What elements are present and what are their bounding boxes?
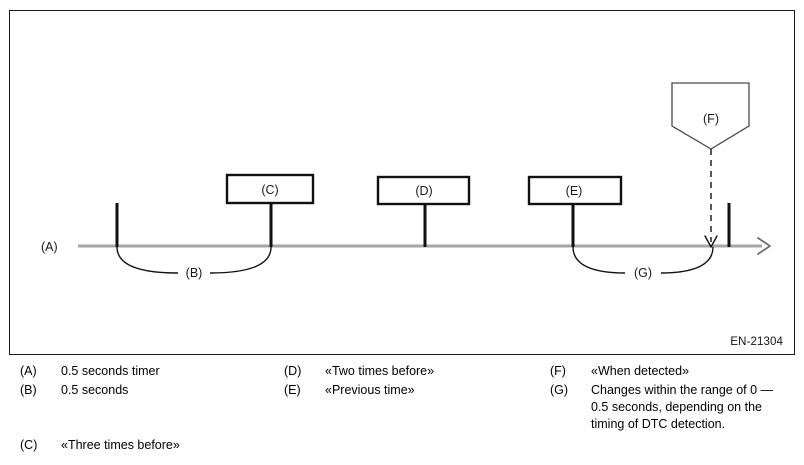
event-box-e-label: (E) bbox=[566, 184, 583, 198]
legend-item: (G) Changes within the range of 0 — 0.5 … bbox=[550, 382, 790, 433]
legend: (A) 0.5 seconds timer (B) 0.5 seconds (C… bbox=[0, 363, 804, 465]
event-box-c bbox=[225, 173, 315, 205]
legend-item: (B) 0.5 seconds bbox=[20, 382, 270, 399]
legend-text: 0.5 seconds timer bbox=[61, 364, 160, 378]
legend-key: (G) bbox=[550, 383, 569, 397]
figure-panel: (C) (D) (E) (F) (B) (G) (A) EN-21304 bbox=[9, 10, 795, 355]
timeline-arrow-icon bbox=[757, 237, 771, 255]
legend-item: (D) «Two times before» bbox=[284, 363, 534, 380]
event-box-e bbox=[527, 175, 623, 206]
legend-key: (D) bbox=[284, 364, 302, 378]
span-bracket-g-left bbox=[572, 246, 626, 274]
legend-column-3: (F) «When detected» (G) Changes within t… bbox=[550, 363, 790, 435]
span-bracket-g-right bbox=[660, 246, 714, 274]
legend-text: «When detected» bbox=[591, 364, 689, 378]
timing-diagram: (C) (D) (E) (F) (B) (G) (A) bbox=[41, 82, 771, 280]
legend-text: 0.5 seconds bbox=[61, 383, 129, 397]
event-box-c-label: (C) bbox=[261, 183, 278, 197]
legend-key: (A) bbox=[20, 364, 37, 378]
callout-banner-f-label: (F) bbox=[703, 112, 719, 126]
span-bracket-g-label: (G) bbox=[634, 266, 652, 280]
legend-item: (A) 0.5 seconds timer bbox=[20, 363, 270, 380]
callout-leader-arrow-f bbox=[704, 235, 718, 248]
legend-key: (C) bbox=[20, 438, 38, 452]
span-bracket-b-label: (B) bbox=[186, 266, 203, 280]
legend-text: «Previous time» bbox=[325, 383, 415, 397]
legend-item: (E) «Previous time» bbox=[284, 382, 534, 399]
figure-code: EN-21304 bbox=[730, 336, 783, 348]
legend-text: Changes within the range of 0 — 0.5 seco… bbox=[591, 383, 774, 431]
legend-item: (F) «When detected» bbox=[550, 363, 790, 380]
axis-label-a: (A) bbox=[41, 240, 58, 254]
legend-column-2: (D) «Two times before» (E) «Previous tim… bbox=[284, 363, 534, 401]
span-bracket-b-left bbox=[116, 246, 179, 274]
legend-key: (B) bbox=[20, 383, 37, 397]
legend-key: (E) bbox=[284, 383, 301, 397]
legend-key: (F) bbox=[550, 364, 566, 378]
legend-item: (C) «Three times before» bbox=[20, 437, 270, 454]
event-box-d bbox=[376, 175, 471, 206]
span-bracket-b-right bbox=[209, 246, 272, 274]
legend-column-1: (A) 0.5 seconds timer (B) 0.5 seconds (C… bbox=[20, 363, 270, 456]
callout-banner-f bbox=[671, 82, 750, 150]
legend-text: «Two times before» bbox=[325, 364, 435, 378]
event-box-d-label: (D) bbox=[415, 184, 432, 198]
legend-text: «Three times before» bbox=[61, 438, 180, 452]
